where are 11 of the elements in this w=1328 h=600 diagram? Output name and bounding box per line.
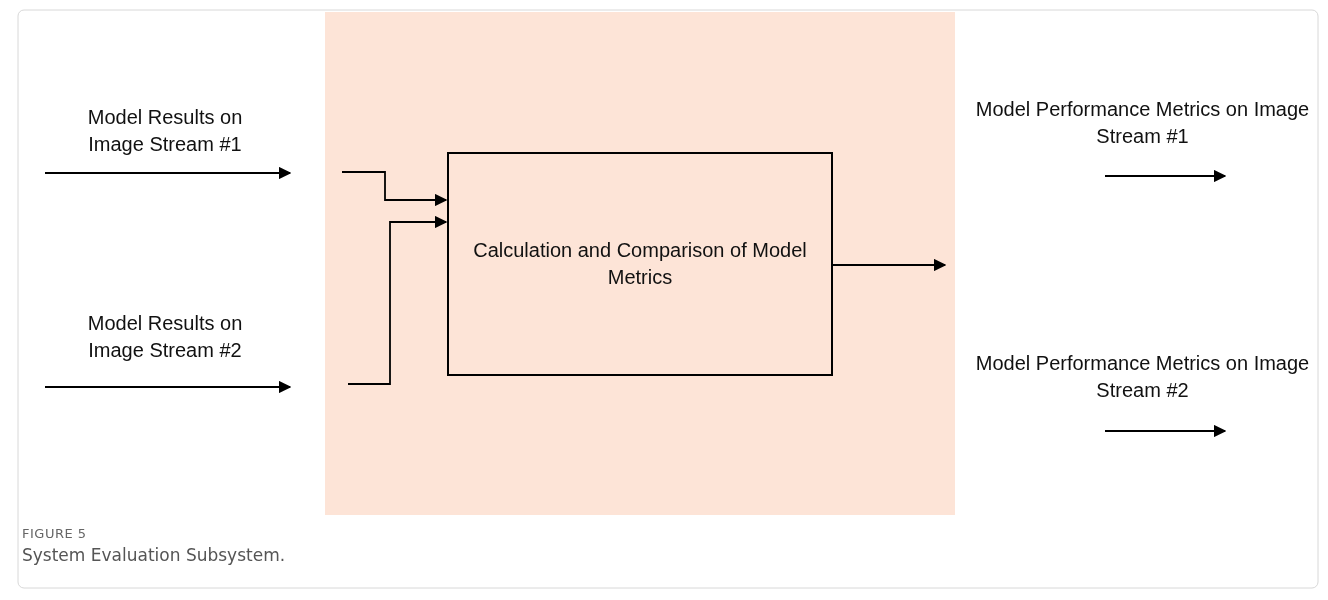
- input-label: Model Performance Metrics on Image Stream #1: [974, 97, 1311, 149]
- input-label: Model Performance Metrics on Image Stream #2: [974, 351, 1311, 403]
- figure-number: FIGURE 5: [22, 526, 88, 541]
- arrow: [832, 258, 947, 272]
- figure-caption: System Evaluation Subsystem.: [22, 545, 286, 565]
- process-box: Calculation and Comparison of Model Metrics: [447, 152, 833, 376]
- input-label: Model Results on Image Stream #2: [86, 311, 244, 363]
- arrow: [347, 215, 448, 385]
- input-label: Model Results on Image Stream #1: [86, 105, 244, 157]
- arrow: [341, 171, 448, 207]
- background-band: [325, 12, 955, 515]
